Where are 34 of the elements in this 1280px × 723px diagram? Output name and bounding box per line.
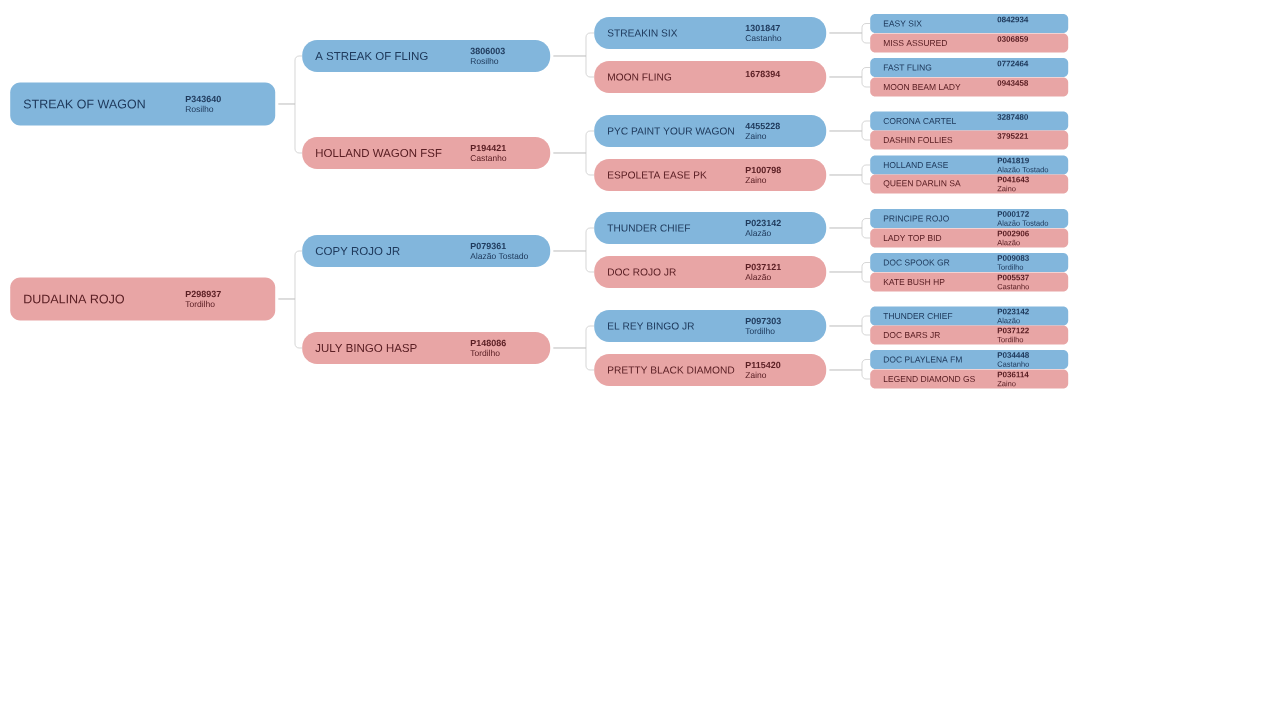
horse-box: MOON FLING 1678394: [594, 61, 827, 93]
horse-box: HOLLAND WAGON FSF P194421 Castanho: [302, 137, 551, 169]
connector-line: [278, 103, 303, 154]
horse-box: EASY SIX 0842934: [870, 14, 1069, 33]
horse-box: PYC PAINT YOUR WAGON 4455228 Zaino: [594, 115, 827, 147]
connector-line: [829, 325, 871, 336]
connector-line: [829, 32, 871, 44]
horse-box: FAST FLING 0772464: [870, 58, 1069, 77]
horse-box: DASHIN FOLLIES 3795221: [870, 130, 1069, 150]
connector-line: [829, 174, 871, 185]
horse-box: CORONA CARTEL 3287480: [870, 111, 1069, 131]
horse-box: EL REY BINGO JR P097303 Tordilho: [594, 310, 827, 342]
connector-line: [829, 227, 871, 239]
connector-line: [829, 130, 871, 141]
connector-line: [553, 55, 595, 78]
connector-line: [553, 347, 595, 371]
horse-box: STREAK OF WAGON P343640 Rosilho: [10, 82, 276, 126]
connector-line: [829, 271, 871, 283]
horse-box: COPY ROJO JR P079361 Alazão Tostado: [302, 235, 551, 267]
horse-box: JULY BINGO HASP P148086 Tordilho: [302, 332, 551, 364]
horse-box: A STREAK OF FLING 3806003 Rosilho: [302, 40, 551, 72]
connector-line: [829, 369, 871, 380]
horse-box: MISS ASSURED 0306859: [870, 33, 1069, 53]
horse-box: DOC ROJO JR P037121 Alazão: [594, 256, 827, 288]
connector-line: [278, 298, 303, 349]
horse-box: PRETTY BLACK DIAMOND P115420 Zaino: [594, 354, 827, 386]
connector-line: [829, 76, 871, 88]
horse-box: MOON BEAM LADY 0943458: [870, 77, 1069, 97]
horse-box: ESPOLETA EASE PK P100798 Zaino: [594, 159, 827, 191]
horse-box: STREAKIN SIX 1301847 Castanho: [594, 17, 827, 49]
connector-line: [553, 250, 595, 273]
horse-box: THUNDER CHIEF P023142 Alazão: [594, 212, 827, 244]
horse-box: DUDALINA ROJO P298937 Tordilho: [10, 277, 276, 321]
connector-line: [553, 152, 595, 176]
